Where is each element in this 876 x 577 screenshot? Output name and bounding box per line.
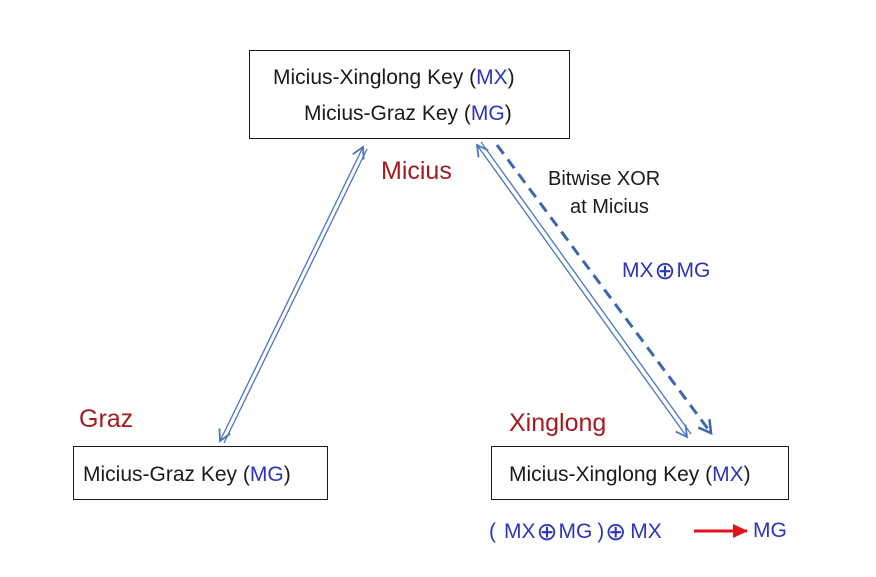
xinglong-key-box: Micius-Xinglong Key (MX) <box>491 446 789 500</box>
micius-xinglong-link <box>475 141 692 439</box>
micius-key-box: Micius-Xinglong Key (MX) Micius-Graz Key… <box>249 50 570 139</box>
decoded-result: MG <box>753 519 787 542</box>
key-label-close: ) <box>743 463 751 486</box>
key-label: Micius-Xinglong Key ( <box>273 66 477 89</box>
mx-code: MX <box>630 520 662 543</box>
mx-code: MX <box>504 520 536 543</box>
xor-result-label: MX⊕MG <box>622 259 710 284</box>
mg-code: MG <box>249 463 284 486</box>
key-label-close: ) <box>283 463 291 486</box>
circled-plus-icon: ⊕ <box>536 518 558 546</box>
micius-label: Micius <box>381 157 452 185</box>
xor-annotation-line1: Bitwise XOR <box>548 168 661 190</box>
open-paren: ( <box>489 520 496 543</box>
graz-key-box: Micius-Graz Key (MG) <box>73 446 328 500</box>
key-label-close: ) <box>507 66 515 89</box>
key-label: Micius-Graz Key ( <box>83 463 250 486</box>
graz-micius-link <box>218 145 368 444</box>
mg-code: MG <box>676 259 711 282</box>
mg-code: MG <box>470 102 505 125</box>
key-label-close: ) <box>504 102 512 125</box>
micius-xinglong-key-text: Micius-Xinglong Key (MX) <box>273 67 515 88</box>
mx-code: MX <box>622 259 654 282</box>
mx-code: MX <box>476 66 508 89</box>
xor-transmission-dashed-arrow <box>495 144 711 433</box>
xinglong-label: Xinglong <box>509 409 607 437</box>
micius-graz-key-text: Micius-Graz Key (MG) <box>304 103 512 124</box>
mg-code: MG <box>558 520 593 543</box>
decode-formula: (MX⊕MG)⊕MX <box>489 520 662 545</box>
xor-annotation-line2: at Micius <box>570 196 649 218</box>
circled-plus-icon: ⊕ <box>605 518 627 546</box>
xinglong-key-text: Micius-Xinglong Key (MX) <box>509 464 751 485</box>
circled-plus-icon: ⊕ <box>654 257 676 285</box>
graz-key-text: Micius-Graz Key (MG) <box>83 464 291 485</box>
key-label: Micius-Graz Key ( <box>304 102 471 125</box>
close-paren: ) <box>597 520 605 543</box>
key-label: Micius-Xinglong Key ( <box>509 463 713 486</box>
graz-label: Graz <box>79 405 134 433</box>
mx-code: MX <box>712 463 744 486</box>
